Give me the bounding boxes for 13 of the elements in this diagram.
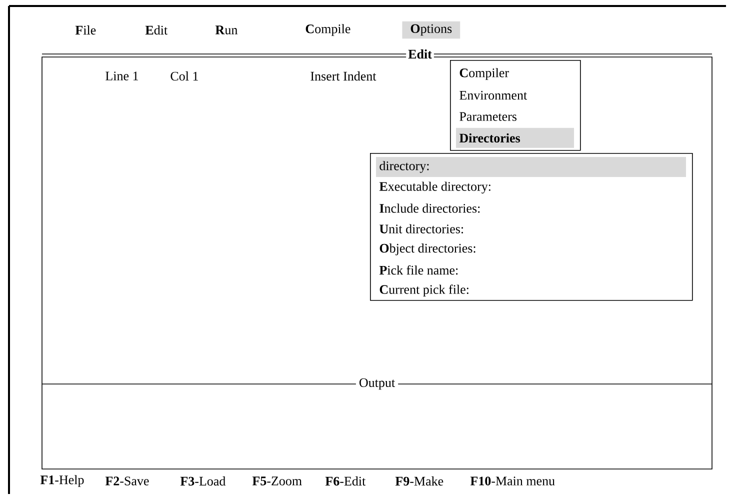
menu-item: Edit [145,25,168,35]
menu-item: File [75,25,96,35]
node-label: Edit [408,49,432,59]
output-window: Output [42,375,712,470]
status-text: Line 1 [106,72,138,80]
node-label: Output [359,378,395,390]
menu-item: Run [215,26,238,34]
dropdown-menu: Compiler Environment Parameters Directories [450,60,581,151]
status-text: Insert Indent [310,71,376,81]
dialog-box: directory: Executable directory: Include directories: Unit directories: Object directories: Pick file name: Current pick file: [370,153,693,301]
status-text: Col 1 [170,71,198,81]
menu-item: Compile [306,24,350,36]
menu-item: Options [402,21,460,39]
